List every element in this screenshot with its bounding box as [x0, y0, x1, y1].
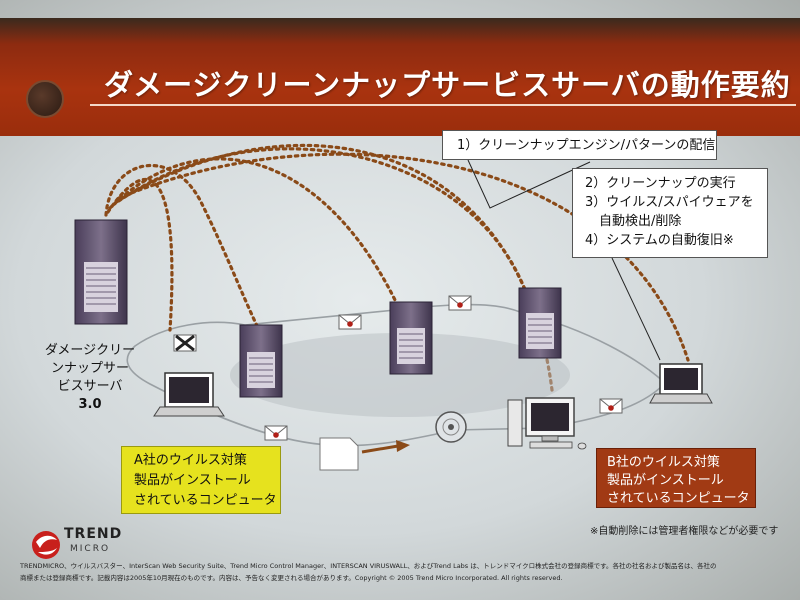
logo-brand: TREND: [64, 526, 123, 542]
envelope-icon: [264, 425, 288, 441]
company-a-line1: A社のウイルス対策: [134, 453, 247, 468]
trend-micro-logo-icon: [32, 531, 60, 559]
callout-line-2: [611, 257, 661, 361]
footnote: ※自動削除には管理者権限などが必要です: [590, 526, 779, 537]
server-icon: [389, 301, 433, 375]
step-3-text: 3）ウイルス/スパイウェアを: [585, 195, 754, 210]
server-label-line2: ンナップサー: [50, 361, 129, 376]
envelope-icon: [448, 295, 472, 311]
server-label-version: 3.0: [78, 397, 102, 412]
company-b-line1: B社のウイルス対策: [607, 455, 720, 470]
disclaimer-line1: TRENDMICRO、ウイルスバスター、InterScan Web Securi…: [20, 562, 717, 570]
envelope-icon: [338, 314, 362, 330]
step-1-text: 1）クリーンナップエンジン/パターンの配信: [457, 138, 716, 153]
envelope-icon: [599, 398, 623, 414]
arc-to-server-left: [104, 163, 260, 330]
server-label-line1: ダメージクリー: [44, 343, 136, 358]
title-underline: [90, 104, 796, 106]
server-icon: [239, 324, 283, 398]
company-a-line3: されているコンピュータ: [134, 493, 277, 508]
laptop-icon: [153, 372, 225, 417]
arc-to-laptop-b: [117, 152, 690, 362]
title-bar: [0, 18, 800, 136]
server-icon: [518, 287, 562, 359]
cd-icon: [435, 411, 467, 443]
blocked-envelope-icon: [173, 334, 197, 352]
step-2-text: 2）クリーンナップの実行: [585, 176, 736, 191]
document-icon: [319, 437, 359, 471]
bullet-circle-icon: [26, 80, 64, 118]
server-label-line3: ビスサーバ: [57, 379, 123, 394]
floor-shadow: [230, 333, 570, 417]
desktop-icon: [507, 397, 587, 450]
arc-to-server-middle: [108, 157, 397, 302]
disclaimer-line2: 商標または登録商標です。記載内容は2005年10月現在のものです。内容は、予告な…: [20, 574, 563, 582]
server-icon: [74, 219, 128, 325]
step-3-text-continued: 自動検出/削除: [599, 214, 682, 229]
logo-sub: MICRO: [70, 544, 111, 554]
company-a-line2: 製品がインストール: [134, 473, 251, 488]
step-1-callout: 1）クリーンナップエンジン/パターンの配信: [442, 130, 717, 160]
steps-2-4-callout: 2）クリーンナップの実行 3）ウイルス/スパイウェアを 自動検出/削除 4）シス…: [572, 168, 768, 258]
step-4-text: 4）システムの自動復旧※: [585, 233, 734, 248]
slide-title: ダメージクリーンナップサービスサーバの動作要約: [104, 68, 791, 102]
company-b-line2: 製品がインストール: [607, 473, 724, 488]
server-label: ダメージクリー ンナップサー ビスサーバ 3.0: [20, 342, 160, 414]
company-b-line3: されているコンピュータ: [607, 491, 750, 506]
company-a-label: A社のウイルス対策 製品がインストール されているコンピュータ: [121, 446, 281, 514]
legal-disclaimer: TRENDMICRO、ウイルスバスター、InterScan Web Securi…: [20, 560, 790, 584]
arc-to-laptop-a: [106, 177, 174, 332]
callout-line-1: [467, 159, 591, 209]
company-b-label: B社のウイルス対策 製品がインストール されているコンピュータ: [596, 448, 756, 508]
laptop-icon: [649, 363, 713, 404]
arrow-icon: [361, 440, 410, 454]
